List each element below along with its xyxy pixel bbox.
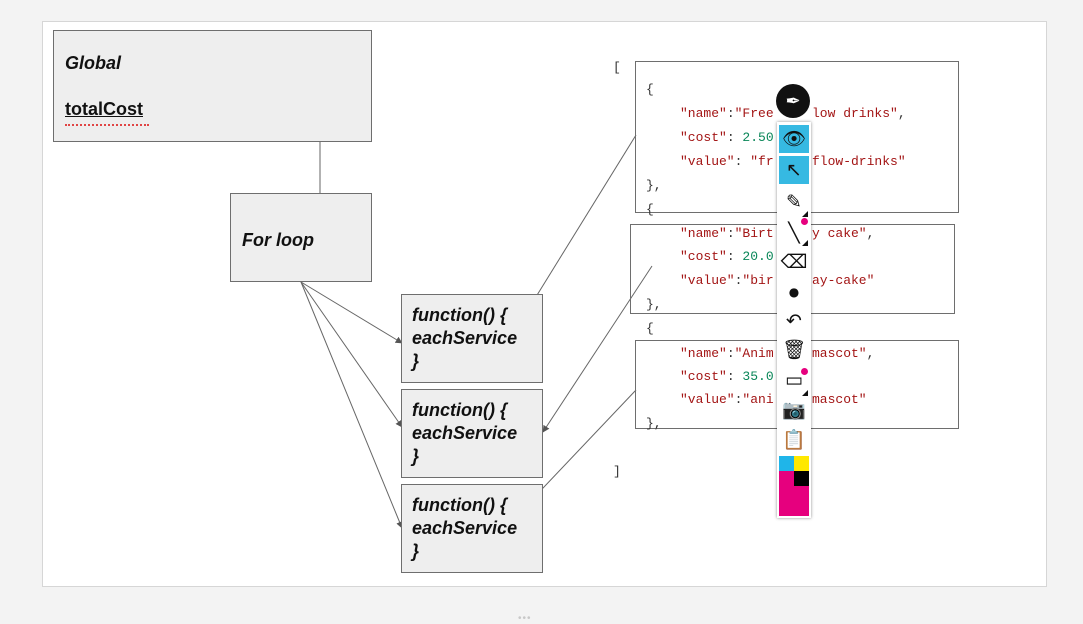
function-text: function() { eachService }: [412, 495, 518, 561]
function-box: function() { eachService }: [401, 389, 543, 478]
json-close-brace: },: [646, 416, 662, 431]
annotation-toolbar: 👁 ↖ ✎ ╲ ⌫ ● ↶ 🗑 ▭ 📷 📋: [777, 122, 811, 518]
json-line-value-tail: mascot": [812, 392, 867, 407]
json-line-cost: "cost": 2.50: [680, 130, 774, 145]
clipboard-icon[interactable]: 📋: [782, 429, 806, 451]
submenu-indicator: [802, 390, 808, 396]
dot-icon[interactable]: ●: [788, 285, 800, 299]
json-open-brace: {: [646, 202, 654, 217]
marker-icon[interactable]: ✎: [786, 191, 802, 213]
json-close-bracket: ]: [613, 464, 621, 479]
json-line-name-tail: y cake",: [812, 226, 875, 241]
color-dot: [801, 368, 808, 375]
undo-icon[interactable]: ↶: [786, 310, 802, 332]
color-swatch-magenta[interactable]: [779, 471, 794, 516]
board-icon[interactable]: ▭: [785, 369, 803, 391]
function-text: function() { eachService }: [412, 400, 518, 466]
json-line-value-tail: flow-drinks": [812, 154, 906, 169]
submenu-indicator: [802, 211, 808, 217]
global-box: Global totalCost: [53, 30, 372, 142]
camera-icon[interactable]: 📷: [782, 399, 806, 421]
json-line-name: "name":"Birt: [680, 226, 774, 241]
json-line-name: "name":"Free: [680, 106, 782, 121]
color-swatch-black[interactable]: [794, 471, 809, 486]
global-title: Global: [65, 53, 122, 73]
total-cost-label: totalCost: [65, 99, 143, 119]
spellcheck-underline: [65, 120, 149, 126]
json-line-cost: "cost": 35.0: [680, 369, 774, 384]
trash-icon[interactable]: 🗑: [781, 339, 807, 361]
eye-icon[interactable]: 👁: [779, 125, 809, 153]
json-open-brace: {: [646, 321, 654, 336]
json-line-value: "value": "fr: [680, 154, 774, 169]
json-line-cost: "cost": 20.0: [680, 249, 774, 264]
color-swatch-magenta[interactable]: [794, 486, 809, 516]
json-line-value: "value":"bir: [680, 273, 774, 288]
json-line-value: "value":"ani: [680, 392, 774, 407]
json-open-bracket: [: [613, 60, 621, 75]
pointer-icon[interactable]: ↖: [779, 156, 809, 184]
for-loop-box: For loop: [230, 193, 372, 282]
json-line-name: "name":"Anim: [680, 346, 774, 361]
submenu-indicator: [802, 240, 808, 246]
json-line-name-tail: mascot",: [812, 346, 875, 361]
json-line-value-tail: ay-cake": [812, 273, 875, 288]
color-swatch-cyan[interactable]: [779, 456, 794, 471]
json-line-name-tail: low drinks",: [812, 106, 906, 121]
for-loop-label: For loop: [242, 230, 314, 250]
function-text: function() { eachService }: [412, 305, 518, 371]
color-dot: [801, 218, 808, 225]
pen-nib-icon[interactable]: ✒: [776, 84, 810, 118]
function-box: function() { eachService }: [401, 484, 543, 573]
eraser-icon[interactable]: ⌫: [780, 251, 808, 273]
function-box: function() { eachService }: [401, 294, 543, 383]
json-close-brace: },: [646, 178, 662, 193]
color-swatch-yellow[interactable]: [794, 456, 809, 471]
json-close-brace: },: [646, 297, 662, 312]
json-open-brace: {: [646, 82, 654, 97]
line-icon[interactable]: ╲: [788, 222, 800, 244]
